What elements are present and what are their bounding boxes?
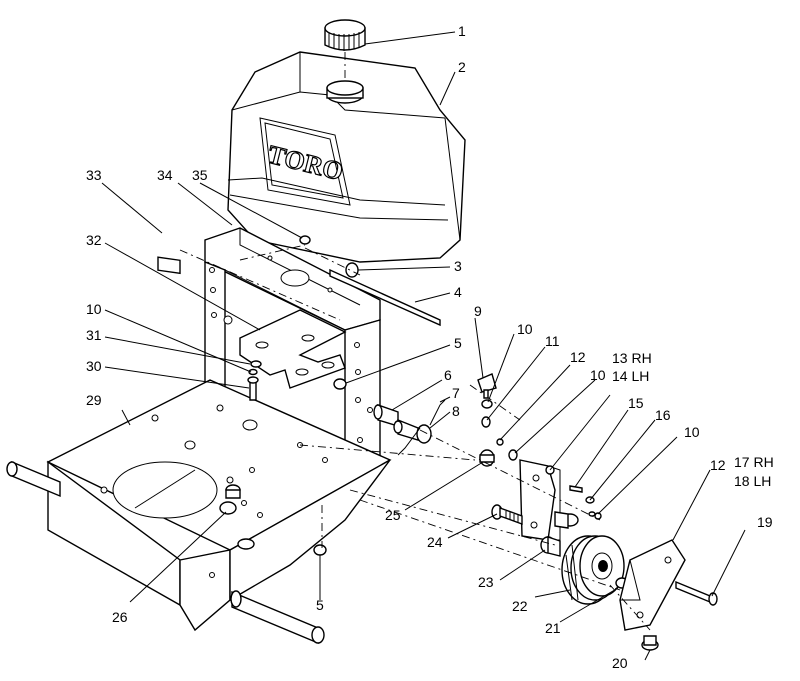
bolt-25 <box>479 449 495 467</box>
callout-11: 11 <box>545 333 560 349</box>
axle-tube-left <box>6 460 61 498</box>
callout-33: 33 <box>86 167 102 183</box>
fuel-cap <box>324 19 366 51</box>
callout-29: 29 <box>86 392 102 408</box>
spacer-7 <box>393 418 419 441</box>
callout-12: 12 <box>570 349 586 365</box>
mounting-plate <box>239 309 347 389</box>
callout-35: 35 <box>192 167 208 183</box>
base-frame <box>46 379 392 632</box>
fuel-line <box>329 268 441 327</box>
callout-10: 10 <box>517 321 533 337</box>
spacer-6 <box>373 404 399 427</box>
callout-18: 18 LH <box>734 473 771 489</box>
callout-30: 30 <box>86 358 102 374</box>
nut-5a <box>333 378 347 390</box>
callout-8: 8 <box>452 403 460 419</box>
leader-lines <box>101 31 746 661</box>
callout-1: 1 <box>458 23 466 39</box>
spring-8 <box>397 399 446 456</box>
callout-16: 16 <box>655 407 671 423</box>
washer-31 <box>250 360 262 368</box>
callout-7: 7 <box>452 385 460 401</box>
callout-25: 25 <box>385 507 401 523</box>
callout-10: 10 <box>684 424 700 440</box>
spacer-23 <box>540 536 561 557</box>
callout-20: 20 <box>612 655 628 671</box>
callout-4: 4 <box>454 284 462 300</box>
callout-34: 34 <box>157 167 173 183</box>
bolt-20 <box>641 635 659 651</box>
hose-clamp <box>345 262 359 278</box>
tank-support-frame <box>204 227 381 472</box>
pin-15 <box>569 485 583 493</box>
callout-21: 21 <box>545 620 561 636</box>
idler-bracket <box>519 459 579 541</box>
callout-15: 15 <box>628 395 644 411</box>
callout-24: 24 <box>427 534 443 550</box>
bolt-19 <box>675 580 718 606</box>
clamp-part-26 <box>219 484 241 515</box>
callout-13: 13 RH <box>612 350 652 366</box>
callout-31: 31 <box>86 327 102 343</box>
pulley-22 <box>561 535 625 605</box>
callout-10: 10 <box>590 367 606 383</box>
decal <box>157 256 181 275</box>
callout-22: 22 <box>512 598 528 614</box>
callout-2: 2 <box>458 59 466 75</box>
pulley-bracket <box>619 539 686 631</box>
callout-labels: 1 2 3 4 5 5 6 7 8 9 10 10 10 10 11 12 12… <box>86 23 774 671</box>
callout-5: 5 <box>316 597 324 613</box>
callout-14: 14 LH <box>612 368 649 384</box>
bolt-30 <box>247 376 259 401</box>
callout-9: 9 <box>474 303 482 319</box>
callout-32: 32 <box>86 232 102 248</box>
wing-screw-9 <box>477 373 497 399</box>
callout-6: 6 <box>444 367 452 383</box>
callout-10: 10 <box>86 301 102 317</box>
callout-3: 3 <box>454 258 462 274</box>
washer-10 <box>481 399 493 409</box>
callout-19: 19 <box>757 514 773 530</box>
callout-17: 17 RH <box>734 454 774 470</box>
fuel-tank: TORO <box>227 51 466 263</box>
nut-5b <box>313 544 327 556</box>
callout-12: 12 <box>710 457 726 473</box>
carriage-bolt-24 <box>491 504 523 525</box>
callout-26: 26 <box>112 609 128 625</box>
callout-23: 23 <box>478 574 494 590</box>
callout-5: 5 <box>454 335 462 351</box>
axle-tube-right <box>230 590 325 645</box>
